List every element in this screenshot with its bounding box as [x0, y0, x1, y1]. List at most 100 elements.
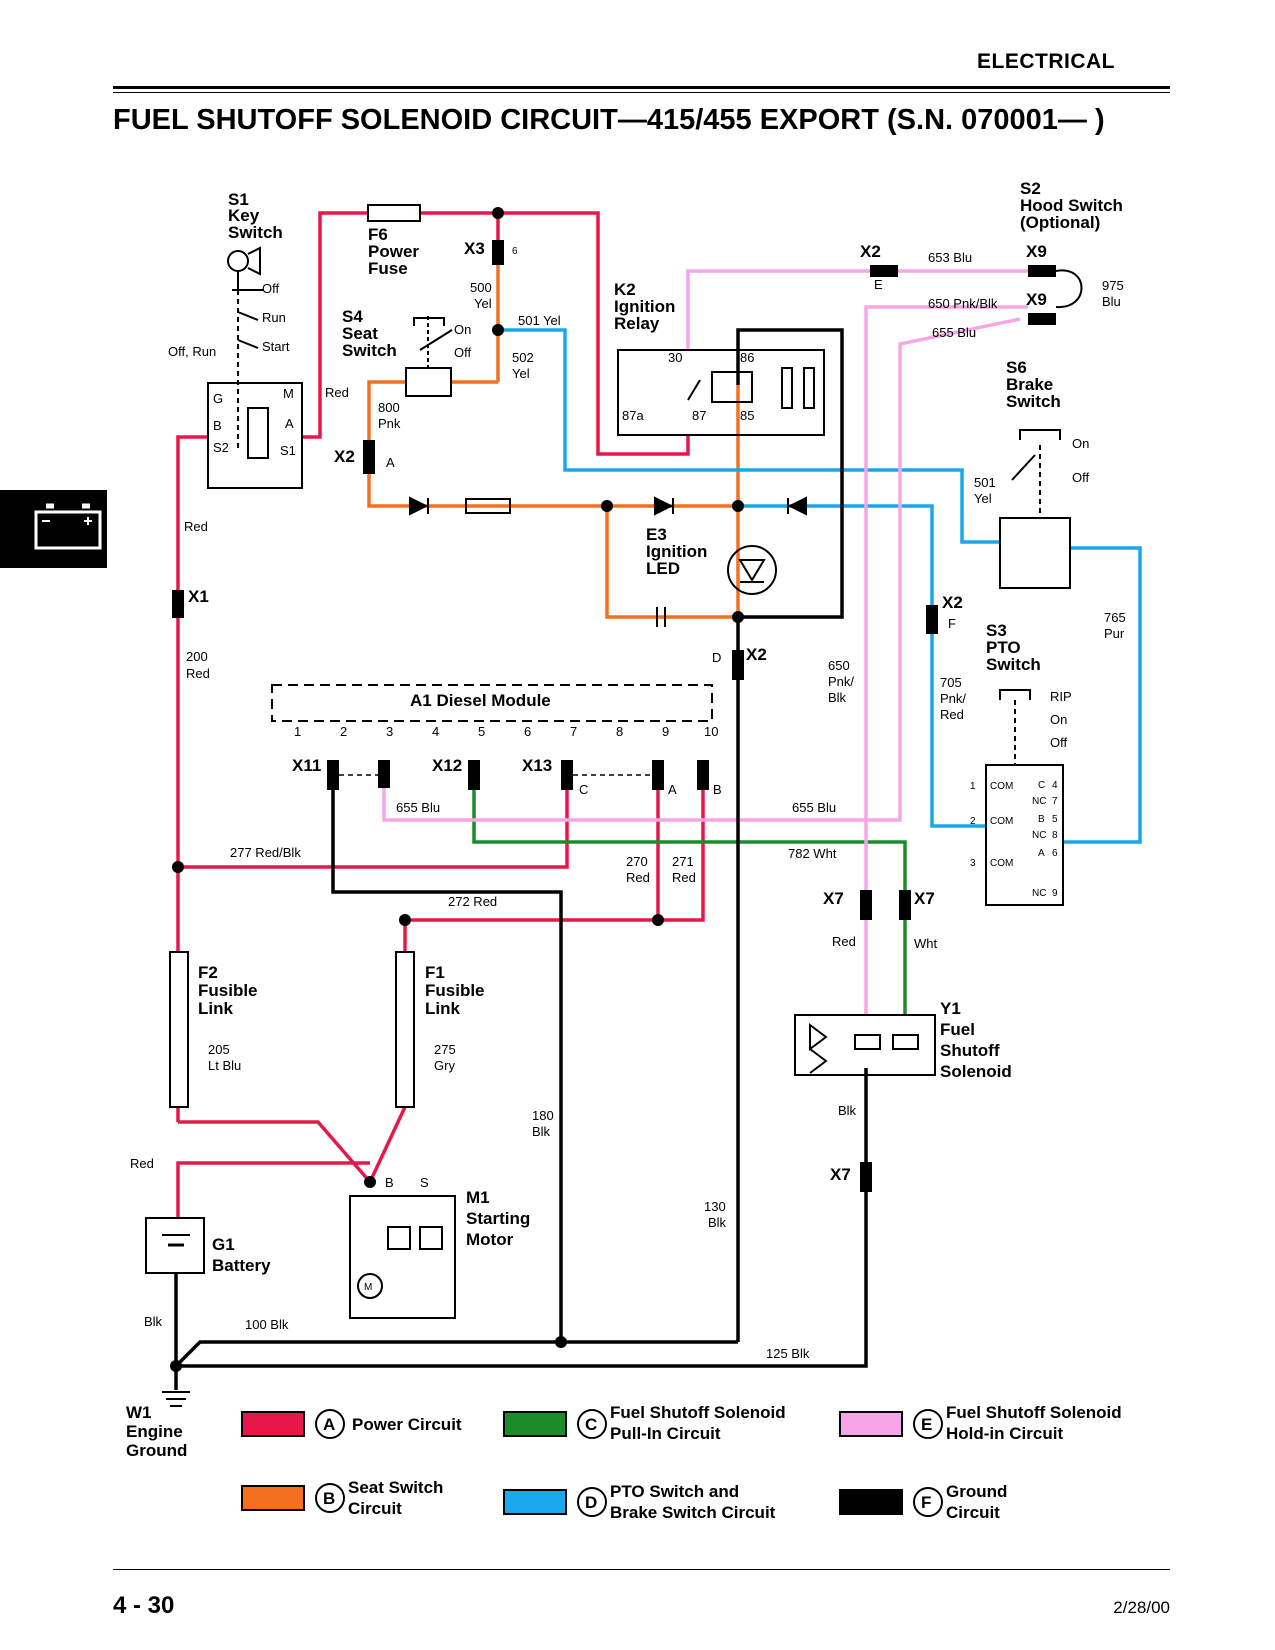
connector-x2: X2: [746, 645, 767, 664]
legend-item-ground: F Ground Circuit: [839, 1482, 1007, 1522]
wire-label: 650 Pnk/Blk: [928, 296, 998, 311]
wire-label: 650: [828, 658, 850, 673]
s1-label: Key: [228, 206, 260, 225]
s6-label: Switch: [1006, 392, 1061, 411]
ground-circuit-wires: [174, 328, 868, 1390]
k2-term: 87a: [622, 408, 644, 423]
pin-label: B: [713, 782, 722, 797]
wire-label: 501 Yel: [518, 313, 561, 328]
svg-text:E: E: [921, 1415, 932, 1434]
wire-label: Blk: [144, 1314, 163, 1329]
f6-label: Fuse: [368, 259, 408, 278]
legend-item-power: A Power Circuit: [241, 1409, 462, 1439]
g1-label: Battery: [212, 1256, 271, 1275]
y1-label: Shutoff: [940, 1041, 1000, 1060]
s3-label: S3: [986, 621, 1007, 640]
wire-label: 500: [470, 280, 492, 295]
svg-text:8: 8: [1052, 830, 1058, 841]
svg-text:NC: NC: [1032, 830, 1046, 841]
k2-label: Ignition: [614, 297, 675, 316]
revision-date: 2/28/00: [1113, 1598, 1170, 1617]
wire-label: 180: [532, 1108, 554, 1123]
f2-label: Fusible: [198, 981, 258, 1000]
svg-text:2: 2: [970, 816, 976, 827]
svg-text:3: 3: [970, 858, 976, 869]
wire-label: Red: [672, 870, 696, 885]
connector-x2: X2: [860, 242, 881, 261]
f6-fuse-symbol: [367, 204, 421, 222]
f1-wire: Gry: [434, 1058, 455, 1073]
svg-text:F: F: [921, 1493, 931, 1512]
connector-x7: X7: [823, 889, 844, 908]
wire-label: 271: [672, 854, 694, 869]
svg-text:D: D: [585, 1493, 597, 1512]
svg-text:9: 9: [1052, 888, 1058, 899]
connector-x12: X12: [432, 756, 462, 775]
wire-label: 765: [1104, 610, 1126, 625]
s1-term: B: [213, 418, 222, 433]
wire-label: 270: [626, 854, 648, 869]
svg-text:Pull-In Circuit: Pull-In Circuit: [610, 1424, 721, 1443]
header-rule: [113, 86, 1170, 89]
legend-item-seat: B Seat Switch Circuit: [241, 1478, 443, 1518]
s3-label: Switch: [986, 655, 1041, 674]
connector-x11: X11: [292, 756, 321, 775]
svg-text:Brake Switch Circuit: Brake Switch Circuit: [610, 1503, 776, 1522]
connector-x3: X3: [464, 239, 485, 258]
footer-rule: [113, 1569, 1170, 1570]
svg-text:B: B: [1038, 814, 1045, 825]
s3-terminals: 1 COM C 4 NC 7 2 COM B 5 NC 8 3 COM A 6 …: [970, 780, 1058, 899]
svg-text:1: 1: [970, 781, 976, 792]
ground-icon: [162, 1391, 190, 1407]
wire-label: 125 Blk: [766, 1346, 810, 1361]
pin-label: C: [579, 782, 588, 797]
g1-battery-symbol: [145, 1217, 205, 1274]
wire-label: Blk: [708, 1215, 727, 1230]
legend-swatch: [241, 1485, 305, 1511]
f1-label: Fusible: [425, 981, 485, 1000]
wire-label: 655 Blu: [932, 325, 976, 340]
a1-pin: 9: [662, 724, 669, 739]
wire-label: Red: [130, 1156, 154, 1171]
a1-pin-numbers: 1 2 3 4 5 6 7 8 9 10: [294, 724, 718, 739]
svg-text:7: 7: [1052, 796, 1058, 807]
svg-text:COM: COM: [990, 781, 1013, 792]
s2-label: Hood Switch: [1020, 196, 1123, 215]
svg-text:4: 4: [1052, 780, 1058, 791]
wire-label: 655 Blu: [396, 800, 440, 815]
svg-text:Hold-in Circuit: Hold-in Circuit: [946, 1424, 1063, 1443]
wire-label: Blk: [532, 1124, 551, 1139]
pin-label: A: [386, 455, 395, 470]
svg-text:Seat Switch: Seat Switch: [348, 1478, 443, 1497]
hold-in-circuit-wires: [382, 269, 1083, 1015]
e3-label: LED: [646, 559, 680, 578]
a1-pin: 2: [340, 724, 347, 739]
e3-led-symbol: [727, 545, 777, 595]
f1-label: Link: [425, 999, 460, 1018]
legend-item-pull-in: C Fuel Shutoff Solenoid Pull-In Circuit: [503, 1403, 786, 1443]
svg-text:NC: NC: [1032, 796, 1046, 807]
svg-text:NC: NC: [1032, 888, 1046, 899]
m1-label: M1: [466, 1188, 490, 1207]
wire-label: Yel: [974, 491, 992, 506]
m1-label: Starting: [466, 1209, 530, 1228]
s1-term: M: [283, 386, 294, 401]
s2-label: S2: [1020, 179, 1041, 198]
pin-label: E: [874, 277, 883, 292]
s4-label: Seat: [342, 324, 378, 343]
s1-term: A: [285, 416, 294, 431]
f1-label: F1: [425, 963, 445, 982]
header-rule-thin: [113, 92, 1170, 93]
s4-seat-switch-symbol: [405, 316, 453, 397]
m1-term: S: [420, 1175, 429, 1190]
s1-term: G: [213, 391, 223, 406]
f2-label: F2: [198, 963, 218, 982]
wire-label: Yel: [512, 366, 530, 381]
f6-label: F6: [368, 225, 388, 244]
w1-label: Engine: [126, 1422, 183, 1441]
s4-pos: On: [454, 322, 471, 337]
s3-label: PTO: [986, 638, 1021, 657]
s4-label: S4: [342, 307, 363, 326]
s1-key-switch-symbol: [207, 246, 303, 489]
wire-label: Red: [626, 870, 650, 885]
